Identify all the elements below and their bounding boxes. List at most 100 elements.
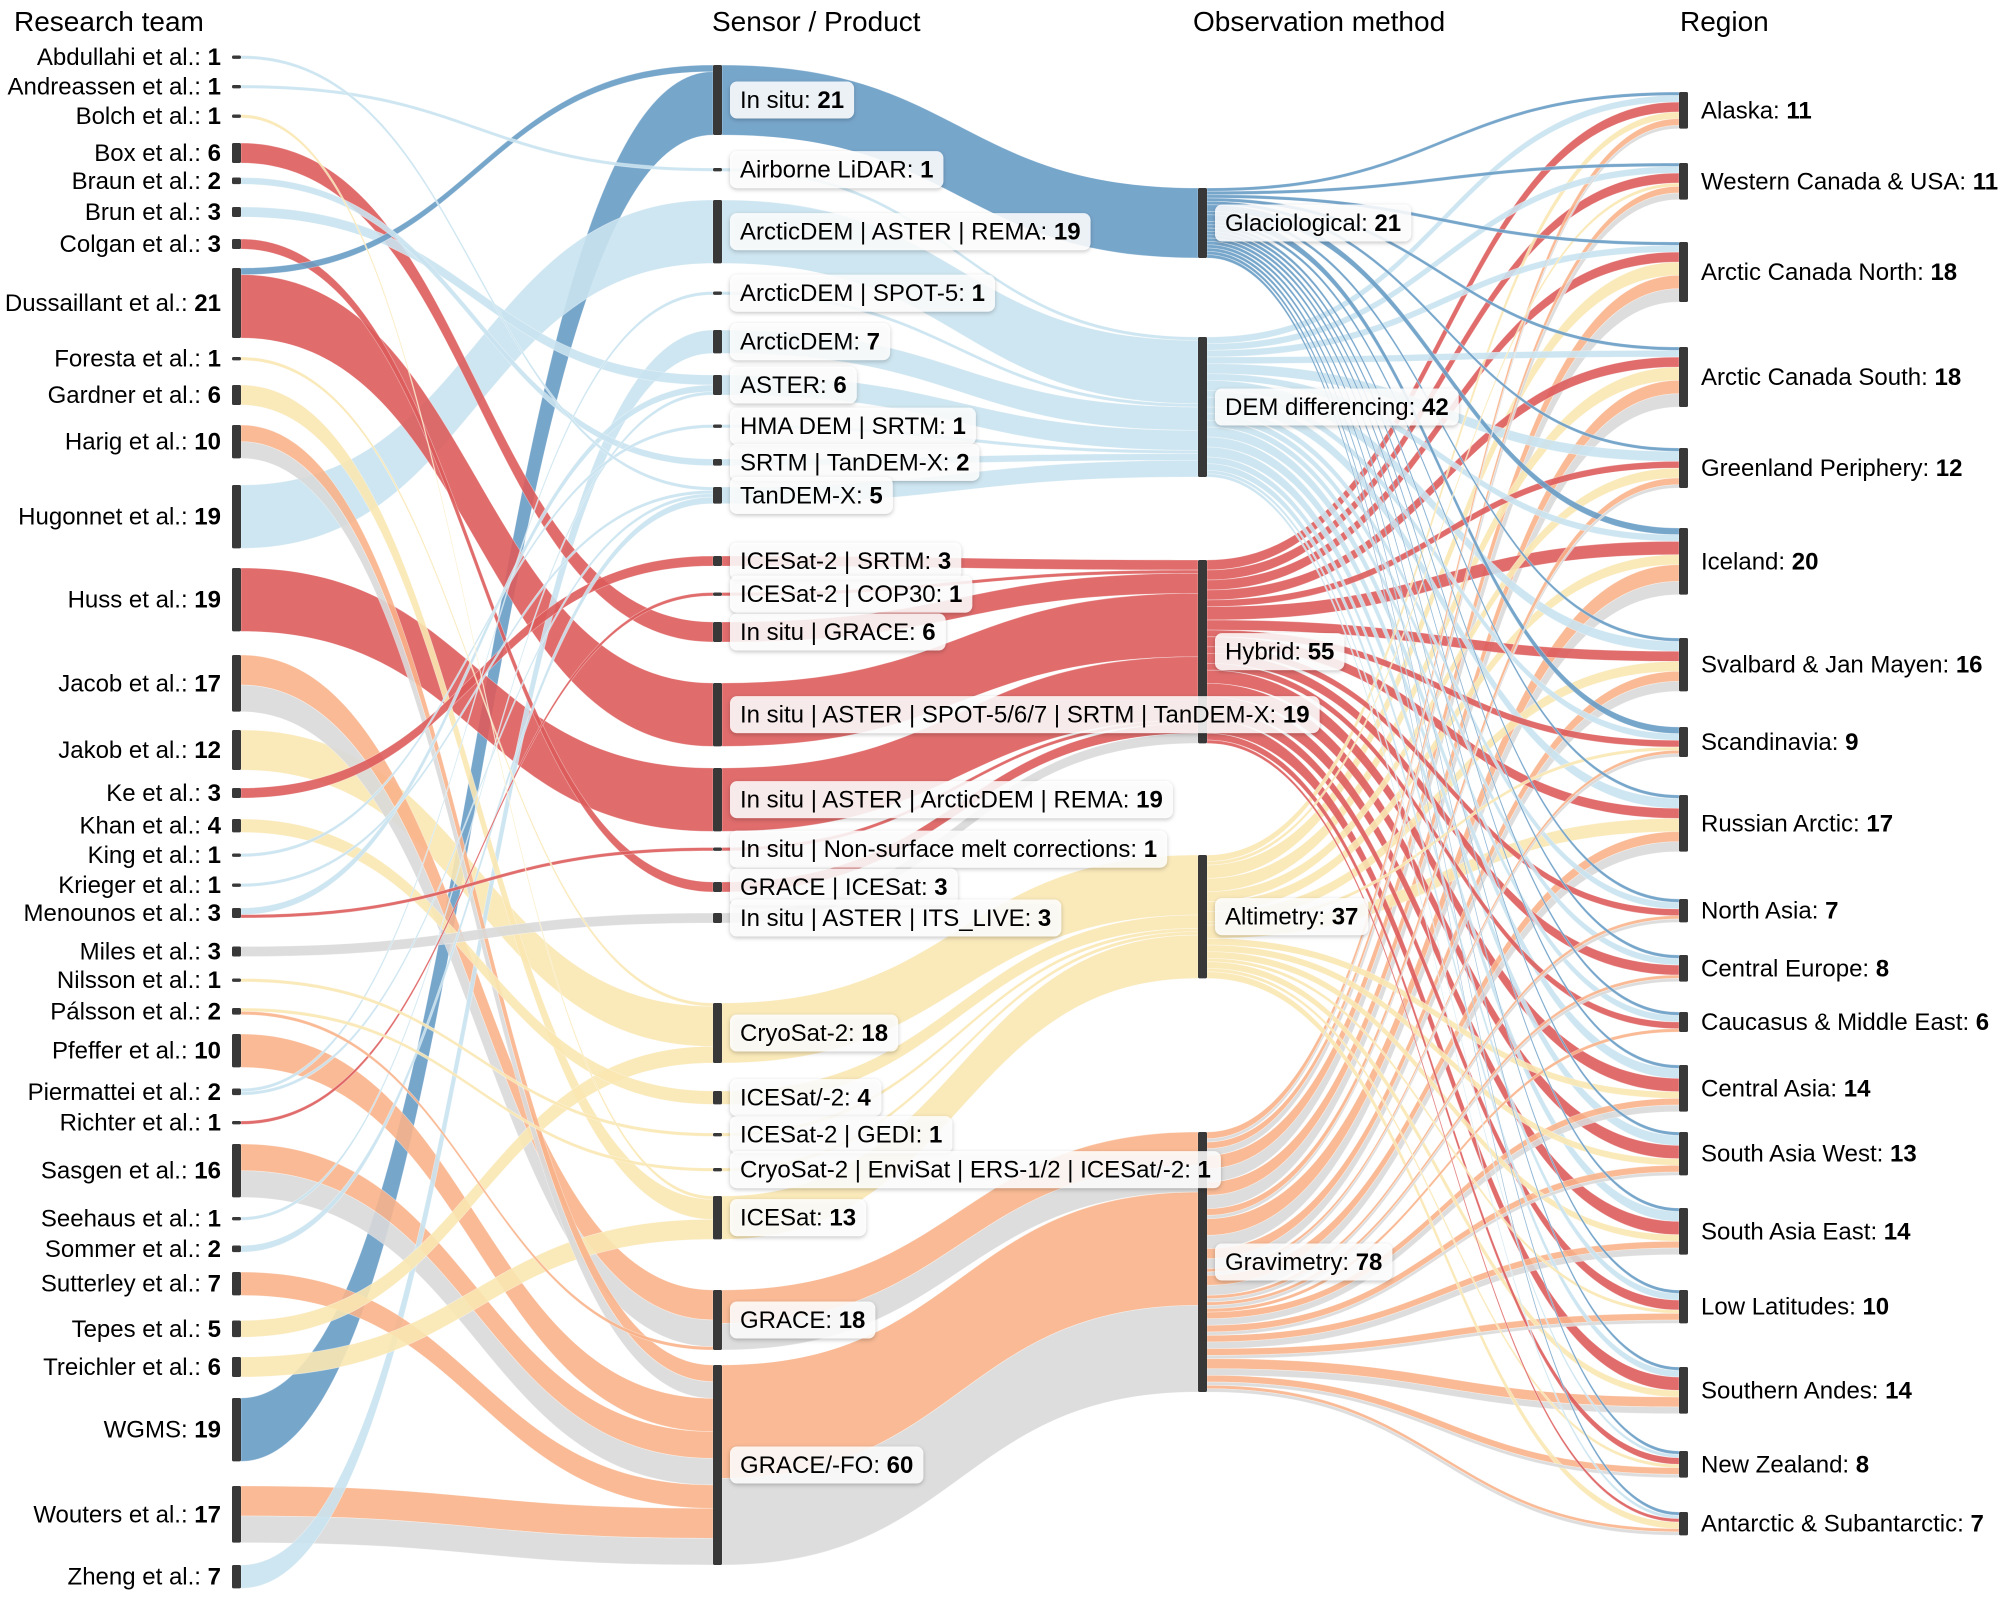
sankey-link-t_treichler-s_icesat[interactable] (240, 1218, 714, 1378)
node-bar-s_icesat12[interactable] (713, 1091, 722, 1105)
node-bar-t_wouters[interactable] (232, 1486, 241, 1543)
node-bar-t_dussaillant[interactable] (232, 268, 241, 338)
node-bar-r_sandes[interactable] (1679, 1367, 1688, 1414)
node-bar-t_sutterley[interactable] (232, 1272, 241, 1296)
sankey-link-t_colgan-s_grace_icesat[interactable] (240, 238, 714, 893)
node-bar-t_hugonnet[interactable] (232, 485, 241, 549)
node-bar-t_nilsson[interactable] (232, 978, 241, 982)
node-bar-m_grav[interactable] (1198, 1132, 1207, 1392)
node-bar-t_harig[interactable] (232, 425, 241, 459)
node-bar-t_tepes[interactable] (232, 1320, 241, 1338)
node-bar-t_box[interactable] (232, 143, 241, 163)
node-bar-s_insitu_nonsurf[interactable] (713, 847, 722, 851)
node-bar-t_foresta[interactable] (232, 357, 241, 361)
node-bar-r_ceur[interactable] (1679, 955, 1688, 982)
node-bar-t_wgms[interactable] (232, 1398, 241, 1462)
sankey-link-t_dussaillant-s_insitu_aster_spot[interactable] (240, 274, 714, 747)
node-bar-t_menounos[interactable] (232, 908, 241, 918)
node-bar-r_sae[interactable] (1679, 1208, 1688, 1255)
sankey-link-m_grav-r_ceur[interactable] (1206, 977, 1680, 1310)
node-bar-s_insitu_aster_adem_rema[interactable] (713, 768, 722, 832)
node-bar-s_hma_srtm[interactable] (713, 424, 722, 428)
node-bar-m_dem[interactable] (1198, 337, 1207, 477)
node-bar-r_acn[interactable] (1679, 242, 1688, 302)
sankey-link-t_box-s_insitu_grace[interactable] (240, 142, 714, 643)
sankey-link-m_grav-r_lowlat[interactable] (1206, 1319, 1680, 1360)
sankey-link-m_grav-r_svalbard[interactable] (1206, 680, 1680, 1270)
node-bar-t_richter[interactable] (232, 1121, 241, 1125)
sankey-link-t_palsson-s_grace[interactable] (240, 1010, 714, 1351)
sankey-link-t_piermattei-s_adem_spot5[interactable] (240, 291, 714, 1093)
node-bar-t_pfeffer[interactable] (232, 1034, 241, 1068)
node-bar-s_icesat[interactable] (713, 1196, 722, 1240)
node-bar-s_adem[interactable] (713, 330, 722, 354)
sankey-link-m_grav-r_acs[interactable] (1206, 393, 1680, 1210)
node-bar-r_greenland[interactable] (1679, 448, 1688, 488)
node-bar-t_braun[interactable] (232, 177, 241, 185)
node-bar-t_seehaus[interactable] (232, 1217, 241, 1221)
sankey-link-m_grav-r_nasia[interactable] (1206, 918, 1680, 1303)
sankey-link-m_grav-r_sandes[interactable] (1206, 1368, 1680, 1415)
sankey-link-t_richter-s_is2_cop30[interactable] (240, 592, 714, 1125)
node-bar-t_huss[interactable] (232, 568, 241, 632)
node-bar-m_alt[interactable] (1198, 855, 1207, 979)
sankey-link-t_menounos-s_insitu_nonsurf[interactable] (240, 847, 714, 919)
node-bar-r_alaska[interactable] (1679, 92, 1688, 129)
node-bar-t_krieger[interactable] (232, 883, 241, 887)
node-bar-s_lidar[interactable] (713, 168, 722, 172)
node-bar-t_piermattei[interactable] (232, 1088, 241, 1096)
node-bar-t_bolch[interactable] (232, 114, 241, 118)
node-bar-t_miles[interactable] (232, 946, 241, 957)
sankey-link-m_grav-r_antarctic[interactable] (1206, 1388, 1680, 1536)
node-bar-t_gardner[interactable] (232, 385, 241, 405)
node-bar-r_nz[interactable] (1679, 1451, 1688, 1478)
sankey-link-m_grav-r_wcan[interactable] (1206, 192, 1680, 1156)
node-bar-t_ke[interactable] (232, 788, 241, 798)
node-bar-t_zheng[interactable] (232, 1565, 241, 1589)
sankey-link-t_king-s_hma_srtm[interactable] (240, 424, 714, 858)
node-bar-t_jacob[interactable] (232, 655, 241, 712)
node-bar-r_acs[interactable] (1679, 347, 1688, 407)
node-bar-s_adem_spot5[interactable] (713, 291, 722, 295)
node-bar-s_is2_srtm[interactable] (713, 556, 722, 566)
node-bar-s_grace[interactable] (713, 1290, 722, 1350)
node-bar-r_iceland[interactable] (1679, 528, 1688, 595)
node-bar-r_caucasus[interactable] (1679, 1012, 1688, 1032)
node-bar-r_scandinavia[interactable] (1679, 727, 1688, 757)
sankey-link-t_seehaus-s_aster[interactable] (240, 391, 714, 1221)
node-bar-r_svalbard[interactable] (1679, 638, 1688, 692)
node-bar-t_brun[interactable] (232, 207, 241, 217)
node-bar-r_lowlat[interactable] (1679, 1290, 1688, 1324)
sankey-link-t_ke-s_is2_srtm[interactable] (240, 555, 714, 799)
node-bar-t_andreassen[interactable] (232, 85, 241, 89)
sankey-link-m_grav-r_sae[interactable] (1206, 1247, 1680, 1350)
node-bar-s_insitu_aster_spot[interactable] (713, 683, 722, 747)
node-bar-s_insitu_grace[interactable] (713, 622, 722, 642)
sankey-link-m_grav-r_russian[interactable] (1206, 841, 1680, 1296)
node-bar-s_tdx[interactable] (713, 487, 722, 504)
node-bar-s_aster[interactable] (713, 375, 722, 395)
node-bar-r_wcan[interactable] (1679, 163, 1688, 200)
sankey-link-t_nilsson-s_is2_gedi[interactable] (240, 978, 714, 1137)
sankey-link-t_tepes-s_cryosat2[interactable] (240, 1045, 714, 1338)
sankey-link-t_khan-s_icesat12[interactable] (240, 818, 714, 1105)
node-bar-s_adem_aster_rema[interactable] (713, 200, 722, 264)
node-bar-s_grace_icesat[interactable] (713, 882, 722, 892)
node-bar-r_nasia[interactable] (1679, 899, 1688, 923)
sankey-link-m_grav-r_alaska[interactable] (1206, 124, 1680, 1143)
node-bar-r_russian[interactable] (1679, 795, 1688, 852)
node-bar-r_antarctic[interactable] (1679, 1512, 1688, 1536)
node-bar-s_srtm_tdx[interactable] (713, 459, 722, 466)
sankey-link-m_grav-r_saw[interactable] (1206, 1171, 1680, 1336)
node-bar-s_cs2_envisat[interactable] (713, 1168, 722, 1172)
node-bar-s_insitu_aster_itslive[interactable] (713, 913, 722, 923)
node-bar-t_sommer[interactable] (232, 1245, 241, 1253)
node-bar-t_sasgen[interactable] (232, 1144, 241, 1198)
node-bar-t_jakob[interactable] (232, 730, 241, 770)
sankey-link-m_grav-r_scandinavia[interactable] (1206, 753, 1680, 1276)
node-bar-r_saw[interactable] (1679, 1132, 1688, 1176)
node-bar-s_gracefo[interactable] (713, 1365, 722, 1565)
sankey-link-t_wouters-s_gracefo[interactable] (240, 1515, 714, 1566)
node-bar-s_insitu[interactable] (713, 65, 722, 135)
node-bar-t_khan[interactable] (232, 819, 241, 833)
